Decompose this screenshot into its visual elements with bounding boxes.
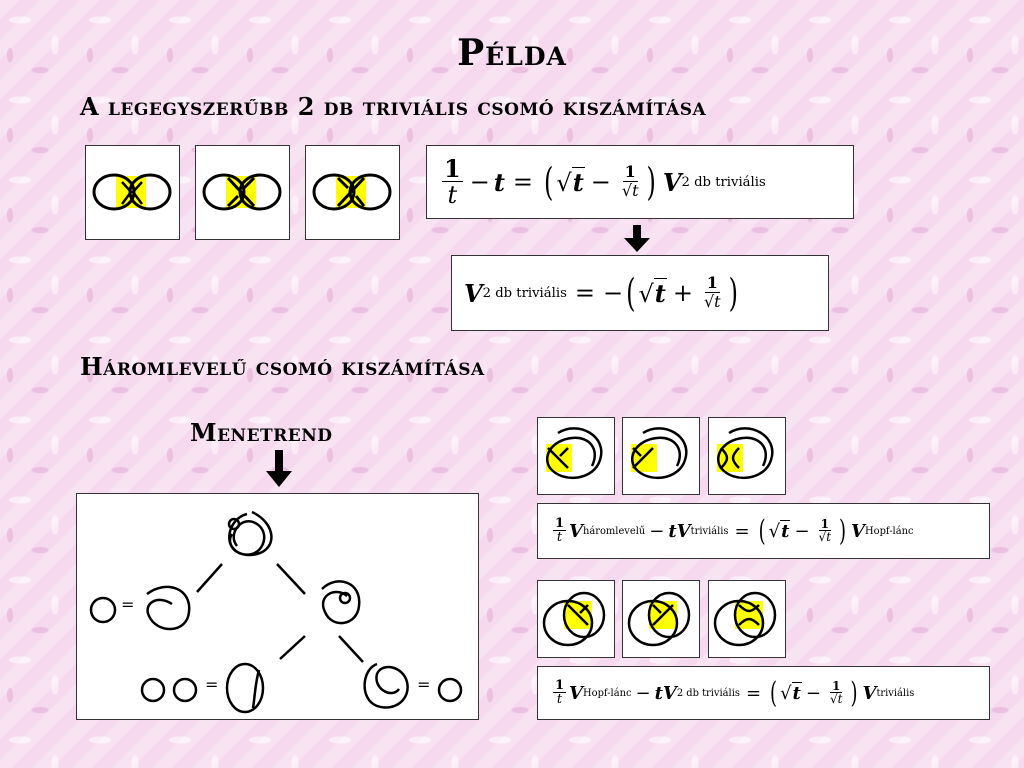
equals-sign: = bbox=[121, 595, 134, 614]
trefoil-crossing-diagram-3 bbox=[708, 417, 786, 495]
hopf-crossing-diagram-3 bbox=[708, 580, 786, 658]
skein-tree-diagram: = = = bbox=[76, 493, 479, 720]
slide-title: Példa bbox=[457, 32, 567, 74]
equals-sign: = bbox=[417, 675, 430, 694]
trefoil-crossing-diagram-2 bbox=[622, 417, 700, 495]
crossing-diagram-1 bbox=[85, 145, 180, 240]
section2-heading: Háromlevelű csomó kiszámítása bbox=[80, 352, 485, 381]
crossing-diagram-2 bbox=[195, 145, 290, 240]
arrow-down-icon bbox=[264, 450, 294, 488]
menetrend-label: Menetrend bbox=[190, 418, 333, 447]
equals-sign: = bbox=[205, 675, 218, 694]
hopf-crossing-diagram-2 bbox=[622, 580, 700, 658]
trefoil-crossing-diagram-1 bbox=[537, 417, 615, 495]
hopf-crossing-diagram-1 bbox=[537, 580, 615, 658]
arrow-down-icon bbox=[622, 225, 652, 253]
section1-heading: A legegyszerűbb 2 db triviális csomó kis… bbox=[80, 92, 707, 121]
crossing-diagram-3 bbox=[305, 145, 400, 240]
